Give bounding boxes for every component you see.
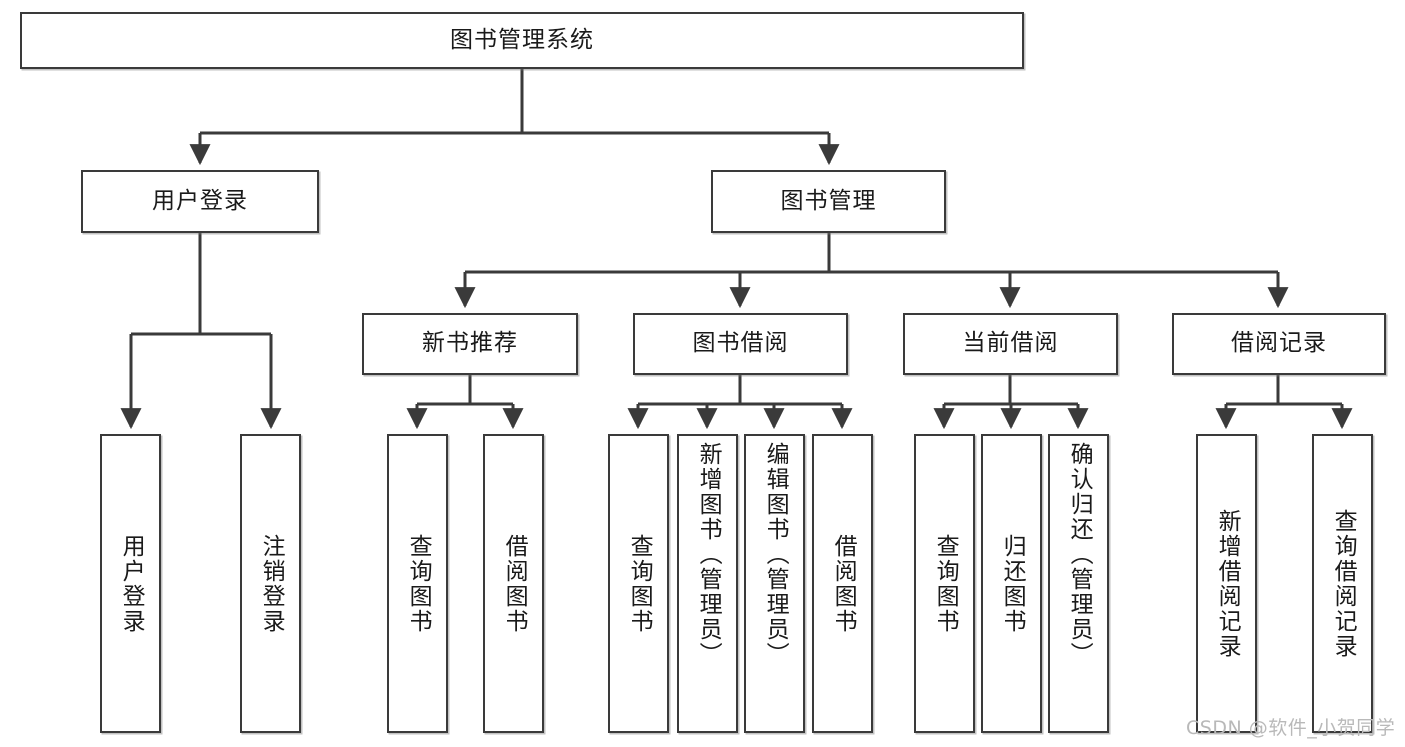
leaf-query-book-recommend-label: 查询图书 [405, 533, 432, 634]
leaf-query-book-recommend[interactable]: 查询图书 [387, 434, 448, 733]
node-user-login-label: 用户登录 [152, 187, 248, 214]
leaf-add-book-admin[interactable]: 新增图书（管理员） [677, 434, 738, 733]
leaf-borrow-book-recommend-label: 借阅图书 [501, 533, 528, 634]
leaf-user-login-label: 用户登录 [118, 533, 145, 634]
leaf-add-borrow-record[interactable]: 新增借阅记录 [1196, 434, 1257, 733]
leaf-borrow-book-recommend[interactable]: 借阅图书 [483, 434, 544, 733]
leaf-query-book-current[interactable]: 查询图书 [914, 434, 975, 733]
leaf-confirm-return-admin[interactable]: 确认归还（管理员） [1048, 434, 1109, 733]
leaf-return-book[interactable]: 归还图书 [981, 434, 1042, 733]
leaf-logout[interactable]: 注销登录 [240, 434, 301, 733]
node-book-borrow[interactable]: 图书借阅 [633, 313, 848, 375]
leaf-query-borrow-record[interactable]: 查询借阅记录 [1312, 434, 1373, 733]
leaf-query-book-current-label: 查询图书 [932, 533, 959, 634]
node-borrow-record[interactable]: 借阅记录 [1172, 313, 1386, 375]
leaf-add-book-admin-label: 新增图书（管理员） [695, 442, 722, 667]
csdn-watermark: CSDN @软件_小贺同学 [1186, 717, 1396, 739]
leaf-borrow-book-label: 借阅图书 [830, 533, 857, 634]
node-root[interactable]: 图书管理系统 [20, 12, 1024, 69]
node-current-borrow[interactable]: 当前借阅 [903, 313, 1118, 375]
node-book-management-label: 图书管理 [780, 187, 877, 214]
leaf-borrow-book[interactable]: 借阅图书 [812, 434, 873, 733]
node-book-management[interactable]: 图书管理 [711, 170, 946, 233]
leaf-logout-label: 注销登录 [258, 533, 285, 634]
leaf-confirm-return-admin-label: 确认归还（管理员） [1066, 442, 1093, 667]
leaf-query-borrow-record-label: 查询借阅记录 [1330, 508, 1357, 659]
node-root-label: 图书管理系统 [450, 26, 594, 53]
leaf-return-book-label: 归还图书 [999, 533, 1026, 634]
leaf-edit-book-admin[interactable]: 编辑图书（管理员） [744, 434, 805, 733]
node-borrow-record-label: 借阅记录 [1231, 330, 1327, 357]
leaf-edit-book-admin-label: 编辑图书（管理员） [762, 442, 789, 667]
node-current-borrow-label: 当前借阅 [962, 330, 1059, 357]
leaf-query-book-borrow[interactable]: 查询图书 [608, 434, 669, 733]
leaf-query-book-borrow-label: 查询图书 [626, 533, 653, 634]
node-book-borrow-label: 图书借阅 [692, 330, 789, 357]
node-new-book-recommend[interactable]: 新书推荐 [362, 313, 578, 375]
node-user-login[interactable]: 用户登录 [81, 170, 319, 233]
leaf-user-login[interactable]: 用户登录 [100, 434, 161, 733]
leaf-add-borrow-record-label: 新增借阅记录 [1214, 508, 1241, 659]
node-new-book-recommend-label: 新书推荐 [422, 330, 518, 357]
